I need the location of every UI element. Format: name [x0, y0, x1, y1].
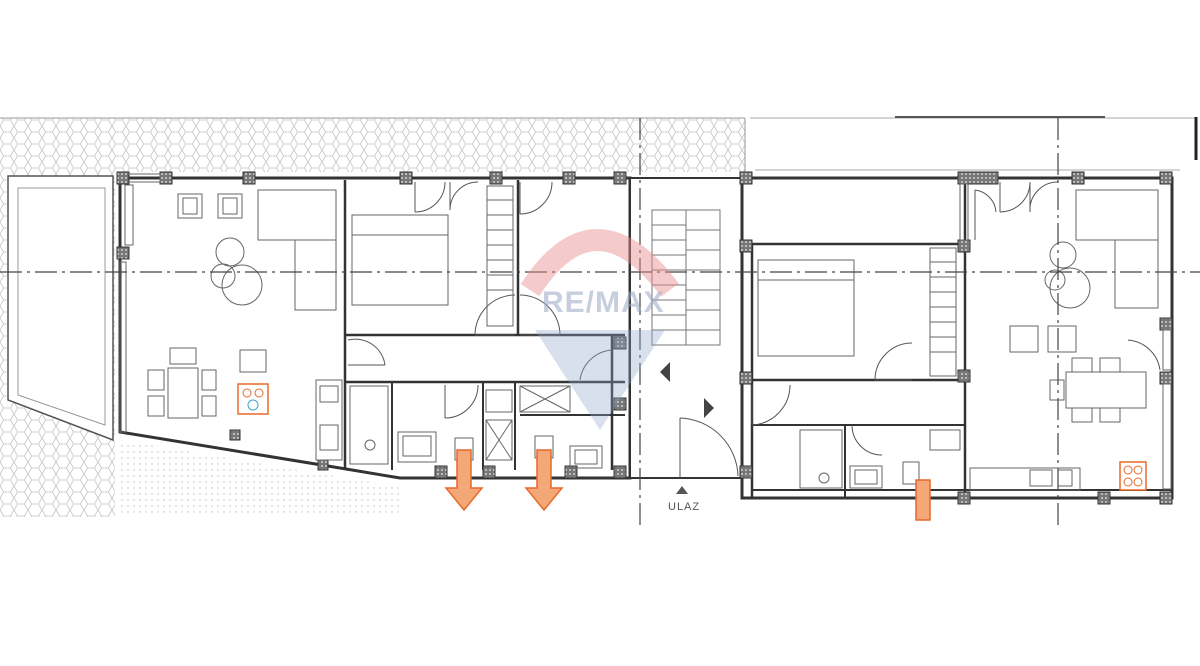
structural-columns — [116, 171, 1173, 505]
grid-axes — [0, 118, 1200, 525]
entrance-label: ULAZ — [668, 501, 700, 513]
bathrooms — [349, 385, 961, 489]
down-arrow-3 — [915, 479, 931, 521]
furniture — [147, 189, 1159, 423]
remax-watermark: RE/MAX — [520, 229, 679, 430]
windows — [119, 173, 1172, 490]
dining-table-left — [167, 367, 199, 419]
down-arrow-2 — [524, 449, 564, 512]
terrace — [7, 175, 114, 442]
down-arrow-1 — [444, 449, 484, 512]
kitchens — [315, 379, 1081, 491]
staircase — [651, 209, 721, 418]
entrance-marker: ULAZ — [668, 486, 700, 513]
stoves — [237, 383, 1147, 491]
orange-arrows — [444, 449, 931, 521]
doors — [347, 181, 1161, 478]
wardrobes — [486, 185, 957, 377]
watermark-text: RE/MAX — [542, 286, 665, 319]
